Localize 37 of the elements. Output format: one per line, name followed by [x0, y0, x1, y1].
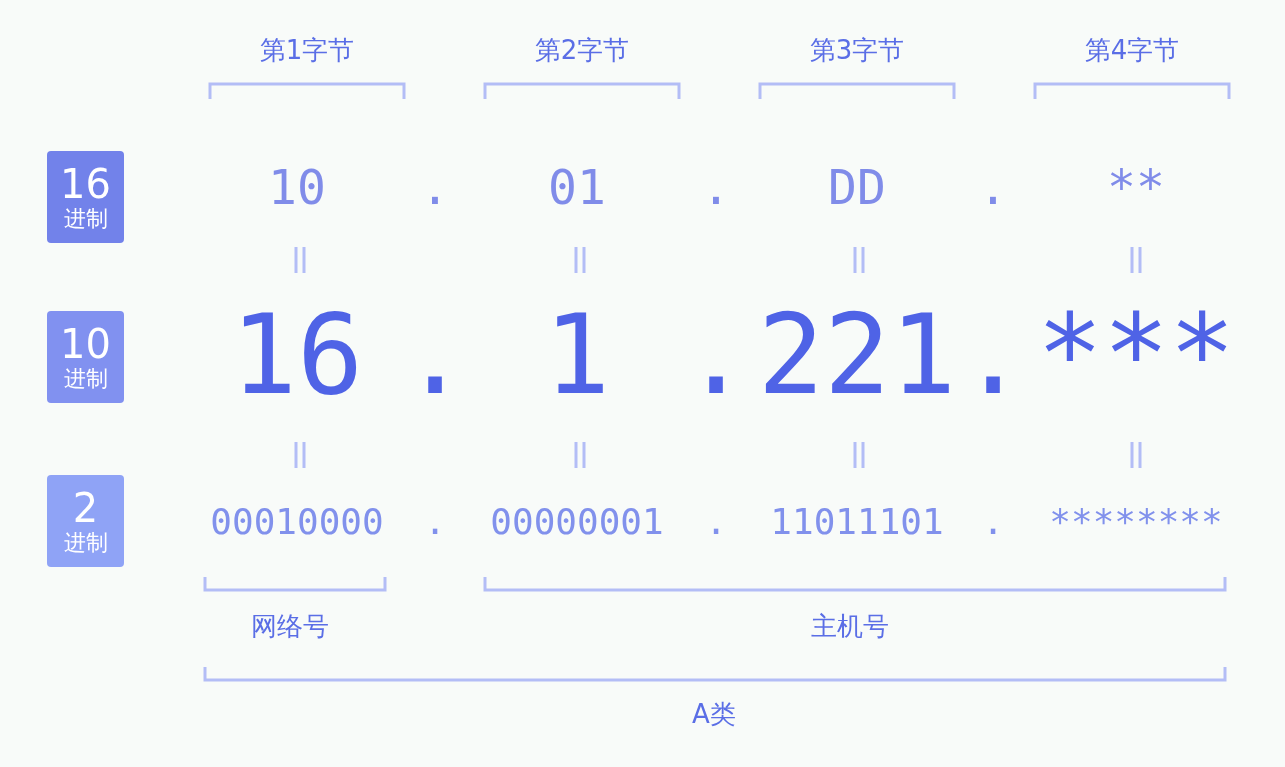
hex-value: 10: [268, 163, 326, 211]
dot-separator: .: [420, 163, 450, 211]
base-caption: 进制: [63, 530, 108, 556]
byte-header: 第1字节: [259, 37, 355, 63]
byte-header: 第4字节: [1084, 37, 1180, 63]
network-label: 网络号: [251, 613, 329, 639]
base-badge: [47, 311, 124, 403]
base-number: 16: [60, 162, 111, 206]
decimal-value: ***: [1036, 300, 1236, 410]
hex-value: 01: [548, 163, 606, 211]
dot-separator: .: [982, 504, 1004, 540]
dot-separator: .: [701, 163, 731, 211]
dot-separator: .: [978, 163, 1008, 211]
base-caption: 进制: [63, 366, 108, 392]
host-label: 主机号: [811, 613, 889, 639]
decimal-value: 16: [230, 300, 364, 410]
decimal-value: 1: [543, 300, 611, 410]
byte-header: 第2字节: [534, 37, 630, 63]
hex-value: DD: [828, 163, 886, 211]
binary-value: 11011101: [770, 504, 944, 540]
base-badge: [47, 151, 124, 243]
byte-header: 第3字节: [809, 37, 905, 63]
dot-separator: .: [959, 300, 1027, 410]
base-badge: [47, 475, 124, 567]
base-number: 2: [72, 486, 99, 530]
hex-value: **: [1107, 163, 1165, 211]
decimal-value: 221: [757, 300, 957, 410]
dot-separator: .: [424, 504, 446, 540]
binary-value: 00010000: [210, 504, 384, 540]
binary-value: ********: [1049, 504, 1223, 540]
base-caption: 进制: [63, 206, 108, 232]
dot-separator: .: [401, 300, 469, 410]
class-label: A类: [692, 701, 736, 727]
binary-value: 00000001: [490, 504, 664, 540]
dot-separator: .: [682, 300, 750, 410]
dot-separator: .: [705, 504, 727, 540]
base-number: 10: [60, 322, 111, 366]
